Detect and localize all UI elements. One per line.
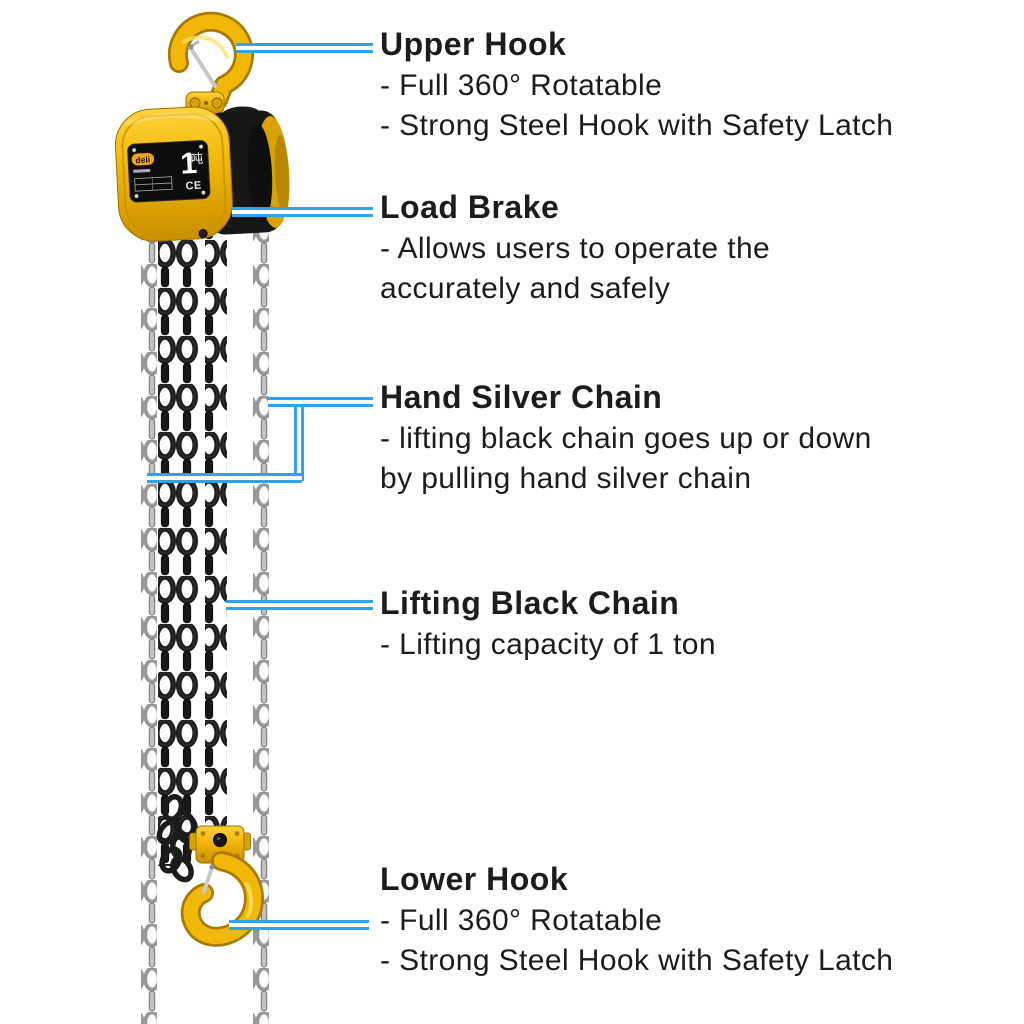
callout-line-hand-silver-chain-top <box>268 397 373 407</box>
callout-text-line: - Strong Steel Hook with Safety Latch <box>380 109 894 142</box>
callout-text-line: - Strong Steel Hook with Safety Latch <box>380 944 894 977</box>
callout-text-line: - Full 360° Rotatable <box>380 904 663 937</box>
spec-table <box>134 176 173 192</box>
chain-end-bunch <box>156 794 197 883</box>
callout-text-line: by pulling hand silver chain <box>380 462 752 495</box>
callout-text-line: accurately and safely <box>380 272 671 305</box>
ce-mark: CE <box>185 180 202 193</box>
callout-lower-hook: Lower Hook - Full 360° Rotatable - Stron… <box>380 861 893 981</box>
upper-hook-graphic <box>167 11 254 110</box>
lifting-black-chain-strand-b <box>176 230 198 862</box>
lower-hook-graphic <box>180 825 264 947</box>
callout-text-line: - Lifting capacity of 1 ton <box>380 628 716 661</box>
capacity-number: 1 <box>180 147 198 181</box>
capacity-unit: 吨 <box>190 152 204 167</box>
brand-logo-pill <box>131 152 155 166</box>
lower-hook-safety-latch <box>202 865 214 894</box>
callout-line-hand-silver-chain-bottom <box>147 473 302 483</box>
hand-silver-chain-right-strand <box>253 212 269 1024</box>
callout-text-line: - Full 360° Rotatable <box>380 69 663 102</box>
callout-upper-hook: Upper Hook - Full 360° Rotatable - Stron… <box>380 26 893 146</box>
callout-title: Lower Hook <box>380 861 569 897</box>
callout-title: Load Brake <box>380 189 560 225</box>
chains-group <box>141 212 269 1024</box>
callout-line-load-brake <box>232 207 373 217</box>
callout-title: Upper Hook <box>380 26 567 62</box>
callout-text-line: - lifting black chain goes up or down <box>380 422 872 455</box>
callout-load-brake: Load Brake - Allows users to operate the… <box>380 189 770 309</box>
brand-logo-text: deli <box>135 154 150 165</box>
callout-hand-silver-chain: Hand Silver Chain - lifting black chain … <box>380 379 872 499</box>
callout-lifting-black-chain: Lifting Black Chain - Lifting capacity o… <box>380 585 716 665</box>
callout-text-line: - Allows users to operate the <box>380 232 771 265</box>
lifting-black-chain-strand-a <box>158 224 180 866</box>
callout-line-upper-hook <box>236 43 373 53</box>
hand-silver-chain-left-strand <box>141 226 157 1024</box>
callout-line-lower-hook <box>229 920 369 930</box>
callout-title: Lifting Black Chain <box>380 585 680 621</box>
name-plate: deli 1 吨 CE <box>127 140 211 203</box>
callout-line-lifting-black-chain <box>226 600 373 610</box>
hoist-body: deli 1 吨 CE <box>114 106 290 242</box>
label-fine-print <box>133 168 151 173</box>
callout-title: Hand Silver Chain <box>380 379 663 415</box>
upper-hook-safety-latch <box>188 45 217 88</box>
callout-line-hand-silver-chain-vertical <box>294 400 304 481</box>
lifting-black-chain-hook-strand <box>205 224 227 834</box>
